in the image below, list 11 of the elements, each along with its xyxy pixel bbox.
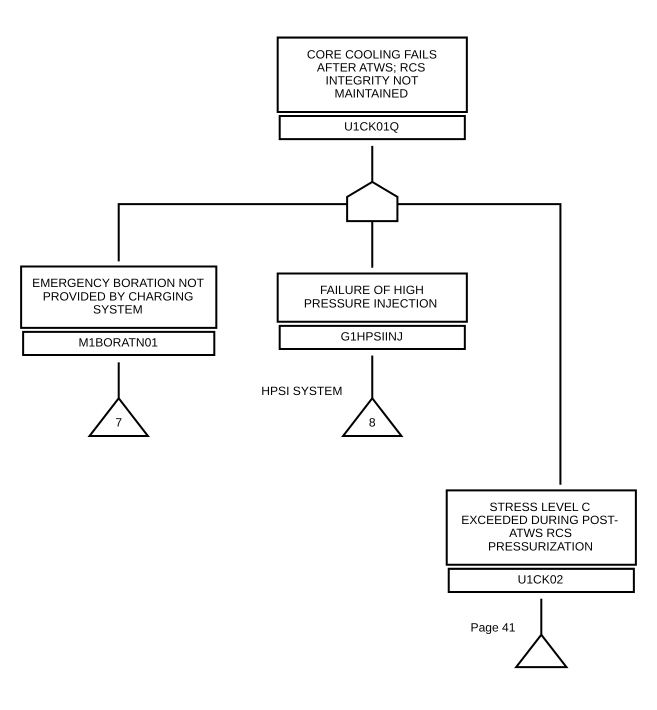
connector bbox=[118, 362, 120, 398]
connector bbox=[371, 221, 374, 268]
connector bbox=[398, 203, 562, 485]
node-label: HPSI SYSTEM bbox=[261, 384, 342, 398]
connector bbox=[371, 146, 374, 182]
node-triangle bbox=[514, 633, 568, 668]
connector bbox=[371, 356, 374, 398]
node-label: Page 41 bbox=[470, 620, 516, 634]
connector bbox=[540, 598, 542, 635]
node-gate bbox=[346, 180, 398, 222]
connector bbox=[118, 203, 348, 262]
